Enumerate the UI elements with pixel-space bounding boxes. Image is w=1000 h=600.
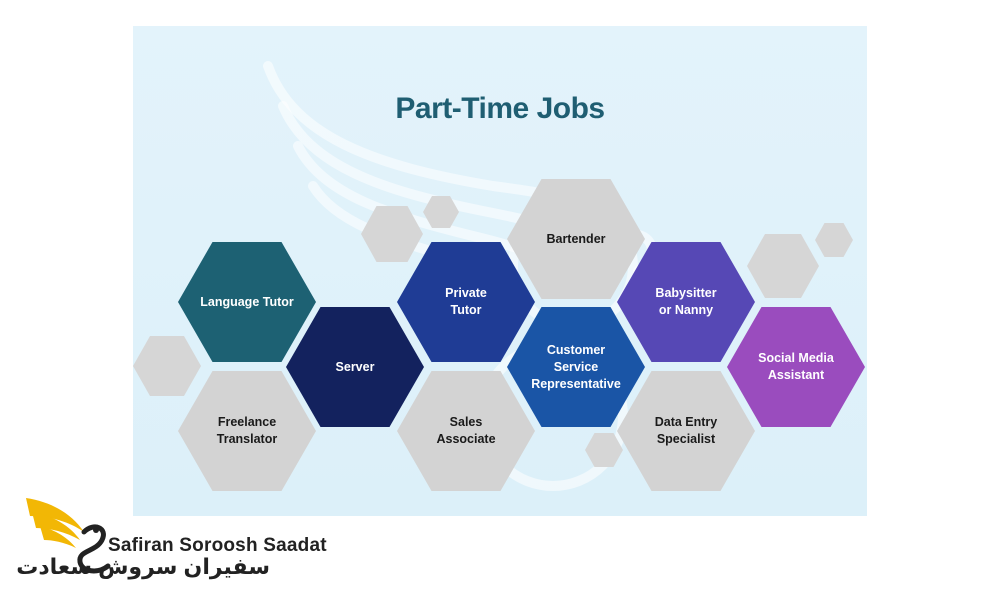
page-title: Part-Time Jobs [395,92,605,125]
decorative-hexagon [585,433,623,467]
job-label: Language Tutor [200,294,294,309]
job-label: Freelance Translator [216,415,278,446]
infographic-panel: Part-Time Jobs Language Tutor Server Pri… [133,26,867,516]
job-label: Data Entry Specialist [654,415,718,446]
hex-language-tutor: Language Tutor [178,242,316,362]
decorative-hexagon [815,223,853,257]
job-label: Sales Associate [436,415,496,446]
decorative-hexagon [133,336,201,396]
job-label: Babysitter or Nanny [655,286,717,317]
hex-private-tutor: Private Tutor [397,242,535,362]
hex-customer-service-representative: Customer Service Representative [507,307,645,427]
hex-bartender: Bartender [507,179,645,299]
hex-server: Server [286,307,424,427]
hex-sales-associate: Sales Associate [397,371,535,491]
decorative-hexagon [747,234,819,298]
hex-babysitter-or-nanny: Babysitter or Nanny [617,242,755,362]
hexagon-grid: Language Tutor Server Private Tutor Bart… [133,26,867,516]
decorative-hexagon [423,196,459,228]
hex-social-media-assistant: Social Media Assistant [727,307,865,427]
brand-name-english: Safiran Soroosh Saadat [108,535,327,556]
job-label: Server [335,359,375,374]
wing-logo-icon [26,498,111,574]
hex-freelance-translator: Freelance Translator [178,371,316,491]
hex-data-entry-specialist: Data Entry Specialist [617,371,755,491]
job-label: Bartender [546,231,606,246]
job-label: Customer Service Representative [531,342,621,391]
brand-name-persian: سفیران سروش سعادت [16,554,270,579]
job-label: Private Tutor [445,286,487,317]
job-label: Social Media Assistant [758,351,834,382]
decorative-hexagon [361,206,423,262]
